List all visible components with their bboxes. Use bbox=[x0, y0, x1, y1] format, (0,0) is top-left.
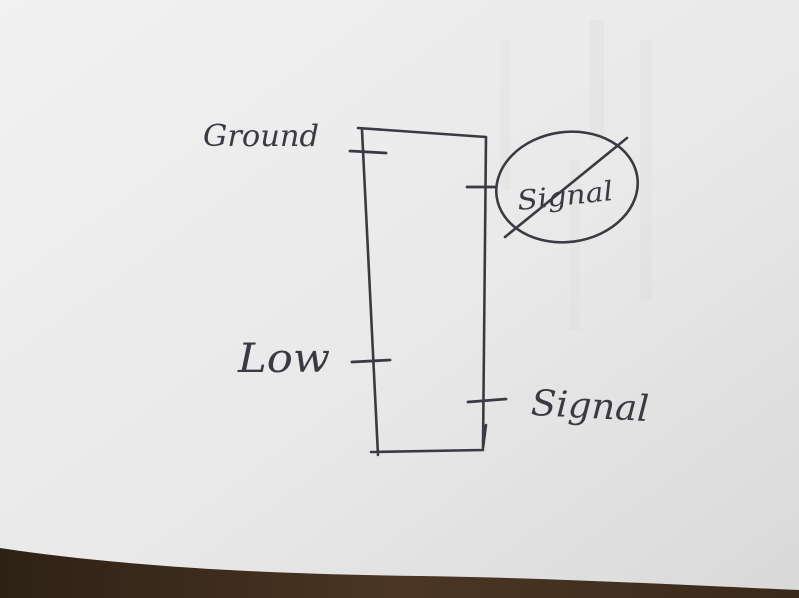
tick-low bbox=[350, 358, 392, 364]
tick-ground bbox=[348, 149, 388, 155]
label-ground: Ground bbox=[203, 119, 319, 154]
label-signal: Signal bbox=[530, 383, 650, 430]
label-low: Low bbox=[237, 336, 330, 382]
tick-signal-bottom bbox=[466, 397, 508, 404]
crossout-circle bbox=[494, 130, 640, 244]
diagram-rectangle bbox=[356, 126, 488, 457]
bleed-through-marks bbox=[500, 20, 652, 330]
crossout-strike bbox=[503, 136, 629, 239]
